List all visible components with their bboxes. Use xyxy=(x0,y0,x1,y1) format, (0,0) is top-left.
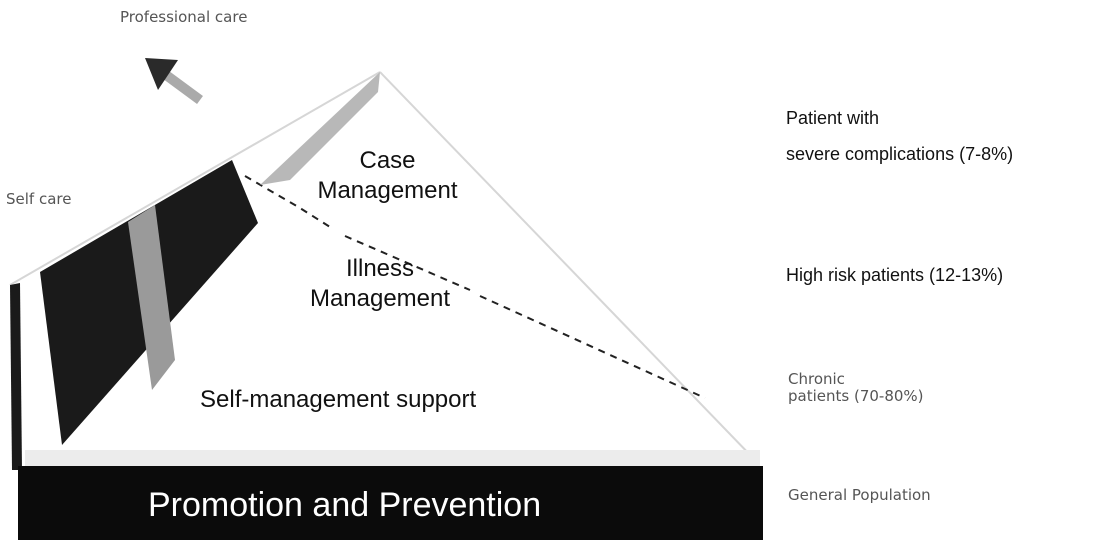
left-bar xyxy=(10,283,22,470)
self-management-label: Self-management support xyxy=(200,386,477,413)
general-population-label: General Population xyxy=(788,486,931,504)
self-care-label: Self care xyxy=(6,190,72,208)
care-gradient-band-light xyxy=(128,205,175,390)
chronic-label-line1: Chronic xyxy=(788,370,845,388)
severe-label-line2: severe complications (7-8%) xyxy=(786,144,1014,164)
dashed-divider-2 xyxy=(344,235,471,291)
care-gradient-band-upper xyxy=(260,72,380,185)
professional-care-arrow xyxy=(145,58,203,105)
dashed-divider-3 xyxy=(479,295,706,399)
pyramid-outline xyxy=(9,71,756,461)
promotion-base-bar xyxy=(18,466,763,540)
chronic-label-line2: patients (70-80%) xyxy=(788,387,924,405)
professional-care-label: Professional care xyxy=(120,8,248,26)
severe-label-line1: Patient with xyxy=(786,108,880,128)
promotion-label: Promotion and Prevention xyxy=(148,486,542,524)
case-management-label: Case Management xyxy=(317,147,458,204)
base-speckle xyxy=(25,450,760,466)
illness-management-label: Illness Management xyxy=(309,255,451,312)
high-risk-label: High risk patients (12-13%) xyxy=(786,265,1004,285)
